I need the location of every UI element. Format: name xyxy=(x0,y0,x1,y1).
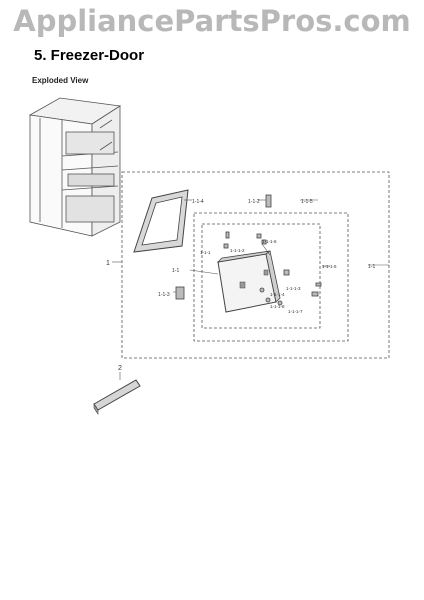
label-part-e: 1-1-1-3 xyxy=(286,286,301,291)
label-door-assy: 1-1 xyxy=(368,264,375,270)
door-assy-box xyxy=(193,212,349,342)
watermark: AppliancePartsPros.com xyxy=(13,4,411,38)
label-door-panel: 1-1-1 xyxy=(200,250,211,255)
label-part-f: 1-1-1-7 xyxy=(288,309,303,314)
gasket-drawing xyxy=(133,189,189,253)
label-hinge-top: 1-1-2 xyxy=(248,199,260,205)
label-2: 2 xyxy=(118,365,122,372)
small-parts xyxy=(175,194,322,306)
door-panel-drawing xyxy=(216,250,281,313)
label-top-arrow: 1-1-5 xyxy=(301,199,313,205)
leader-lines xyxy=(112,199,389,293)
label-gasket: 1-1-4 xyxy=(192,199,204,205)
section-title: 5. Freezer-Door xyxy=(34,47,145,64)
exploded-view-label: Exploded View xyxy=(32,76,89,85)
label-part-g: 1-1-1-8 xyxy=(270,304,285,309)
handle-drawing xyxy=(93,372,141,415)
label-part-b: 1-1-1-2 xyxy=(230,248,245,253)
label-part-a: 1-1-1-6 xyxy=(262,239,277,244)
label-part-c: 1-1-1-5 xyxy=(322,264,337,269)
refrigerator-drawing xyxy=(28,97,122,237)
label-1: 1 xyxy=(106,260,110,267)
label-bracket: 1-1-3 xyxy=(158,292,170,298)
label-outer-frame: 1-1 xyxy=(172,268,179,274)
door-subassy-box xyxy=(201,223,321,329)
label-part-d: 1-1-1-4 xyxy=(270,292,285,297)
